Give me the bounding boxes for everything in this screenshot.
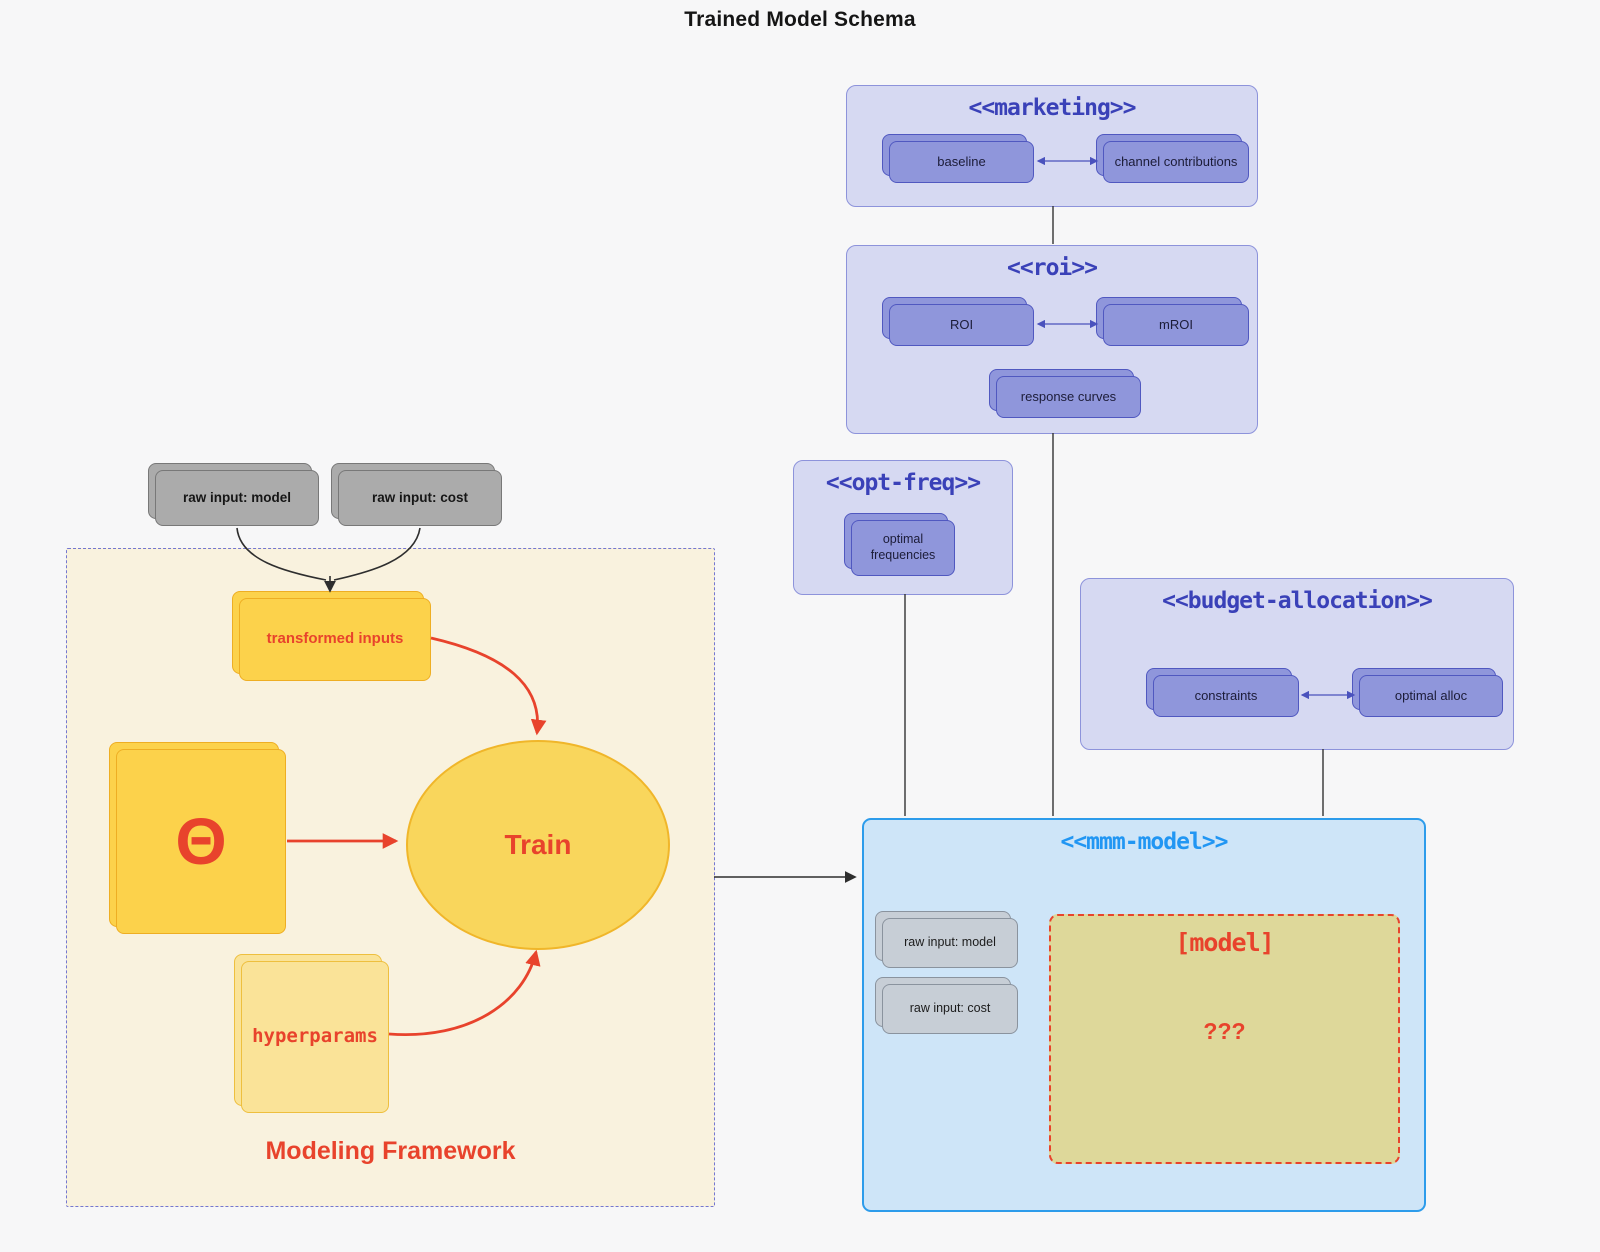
node-roi-label: ROI [889,304,1034,346]
node-optimal-alloc: optimal alloc [1352,668,1503,717]
group-modeling-framework-title: Modeling Framework [265,1137,516,1165]
node-raw-input-model: raw input: model [148,463,319,526]
node-optimal-alloc-label: optimal alloc [1359,675,1503,717]
node-train: Train [406,740,670,950]
node-roi: ROI [882,297,1034,346]
node-mmm-raw-input-cost: raw input: cost [875,977,1018,1034]
group-marketing: <<marketing>> baseline channel contribut… [846,85,1258,207]
node-model-placeholder: [model] ??? [1049,914,1400,1164]
node-model-placeholder-question: ??? [1203,1018,1246,1044]
group-roi-title: <<roi>> [1007,255,1098,281]
group-marketing-title: <<marketing>> [968,95,1136,121]
node-baseline: baseline [882,134,1034,183]
node-hyperparams: hyperparams [234,954,389,1113]
node-channel-contributions-label: channel contributions [1103,141,1249,183]
node-transformed-inputs-label: transformed inputs [239,598,431,681]
group-roi: <<roi>> ROI mROI response curves [846,245,1258,434]
group-mmm-model-title: <<mmm-model>> [1060,829,1228,855]
node-theta: Θ [109,742,286,934]
node-hyperparams-label: hyperparams [241,961,389,1113]
node-mmm-raw-input-model: raw input: model [875,911,1018,968]
node-raw-input-cost: raw input: cost [331,463,502,526]
node-response-curves: response curves [989,369,1141,418]
node-optimal-frequencies: optimal frequencies [844,513,955,576]
node-mmm-raw-input-model-label: raw input: model [882,918,1018,968]
node-raw-input-cost-label: raw input: cost [338,470,502,526]
node-train-label: Train [504,829,572,860]
group-opt-freq-title: <<opt-freq>> [825,470,981,496]
node-constraints-label: constraints [1153,675,1299,717]
node-baseline-label: baseline [889,141,1034,183]
group-budget-allocation: <<budget-allocation>> constraints optima… [1080,578,1514,750]
group-opt-freq: <<opt-freq>> optimal frequencies [793,460,1013,595]
node-constraints: constraints [1146,668,1299,717]
node-response-curves-label: response curves [996,376,1141,418]
node-raw-input-model-label: raw input: model [155,470,319,526]
node-model-placeholder-title: [model] [1175,928,1274,957]
node-transformed-inputs: transformed inputs [232,591,431,681]
group-budget-allocation-title: <<budget-allocation>> [1162,588,1433,614]
node-theta-label: Θ [116,749,286,934]
node-optimal-frequencies-label: optimal frequencies [851,520,955,576]
node-mroi: mROI [1096,297,1249,346]
page-title: Trained Model Schema [684,8,916,31]
group-modeling-framework: transformed inputs Θ Train hyperparams M… [66,548,715,1207]
node-mmm-raw-input-cost-label: raw input: cost [882,984,1018,1034]
node-mroi-label: mROI [1103,304,1249,346]
node-channel-contributions: channel contributions [1096,134,1249,183]
group-mmm-model: <<mmm-model>> raw input: model raw input… [862,818,1426,1212]
